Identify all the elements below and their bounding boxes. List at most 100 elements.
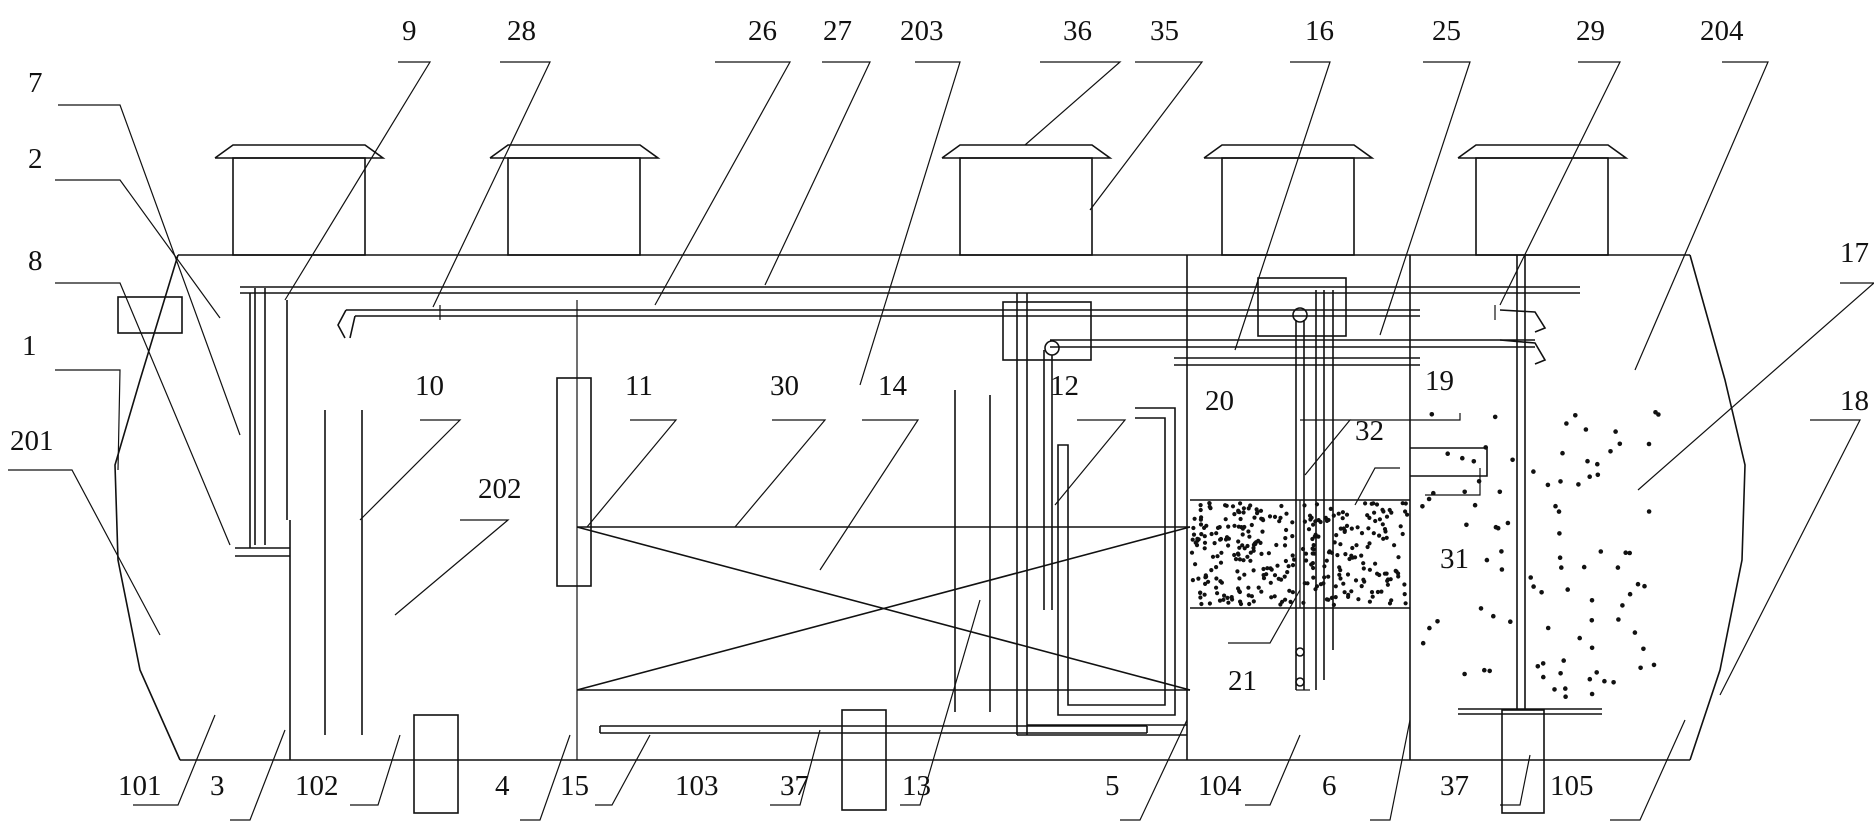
particle-dot [1284,527,1289,533]
particle-dot [1246,593,1251,598]
particle-dot [1261,573,1266,578]
particle-dot [1261,576,1267,581]
particle-dot [1431,490,1436,496]
sludge-tank-204 [1420,255,1661,709]
particle-dot [1381,509,1386,514]
particle-dot [1426,496,1432,502]
label-1: 1 [22,330,37,362]
label-14: 14 [878,370,908,402]
particle-dot [1616,617,1621,622]
label-32: 32 [1355,415,1384,447]
particle-dot [1478,606,1484,611]
particle-dot [1235,569,1240,574]
particle-dot [1246,529,1251,534]
particle-dot [1266,551,1271,556]
particle-dot [1589,691,1595,697]
particle-dot [1209,531,1214,537]
particle-dot [1261,518,1266,523]
particle-dot [1232,511,1237,517]
label-19: 19 [1425,365,1454,397]
label-103: 103 [675,770,719,802]
particle-dot [1620,603,1625,608]
particle-dot [1528,575,1533,580]
particle-dot [1222,593,1227,598]
particle-dot [1323,515,1328,521]
particle-dot [1344,523,1350,529]
particle-dot [1332,540,1337,545]
label-204: 204 [1700,15,1744,47]
pump-middle-37 [841,709,887,811]
particle-dot [1283,536,1288,541]
particle-dot [1326,574,1331,579]
particle-dot [1268,580,1273,585]
baffles [286,300,991,735]
particle-dot [1251,568,1256,573]
particle-dot [1613,429,1618,434]
particle-dot [1445,451,1450,457]
particle-dot [1492,414,1498,420]
particle-dot [1384,535,1389,540]
pump-riser-12 [1002,293,1187,736]
particle-dot [1278,602,1283,607]
pump-left [413,714,459,814]
particle-dot [1552,687,1557,692]
label-37-left: 37 [780,770,809,802]
particle-dot [1405,512,1410,517]
particle-dot [1589,645,1595,651]
label-25: 25 [1432,15,1461,47]
particle-dot [1277,519,1282,524]
bracket-31 [1410,447,1488,477]
particle-dot [1202,592,1207,597]
particle-dot [1207,504,1212,509]
particle-dot [1435,619,1440,624]
particle-dot [1202,546,1207,551]
filter-particles [1189,501,1410,608]
particle-dot [1198,590,1203,596]
particle-dot [1558,479,1563,484]
particle-dot [1635,581,1641,587]
particle-dot [1224,503,1229,508]
particle-dot [1219,550,1224,555]
particle-dot [1573,413,1578,418]
particle-dot [1318,519,1323,525]
particle-dot [1641,646,1646,652]
particle-dot [1402,582,1407,587]
filter-media-21 [1189,499,1410,609]
particle-dot [1335,553,1340,558]
particle-dot [1309,562,1314,567]
particle-dot [1210,554,1216,559]
particle-dot [1233,557,1239,562]
label-5: 5 [1105,770,1120,802]
particle-dot [1242,546,1247,551]
particle-dot [1354,543,1359,548]
particle-dot [1259,589,1264,594]
label-37-right: 37 [1440,770,1469,802]
particle-dot [1199,532,1204,537]
particle-dot [1460,455,1465,461]
particle-dot [1265,566,1270,571]
particle-dot [1400,501,1405,506]
particle-dot [1349,589,1354,594]
particle-dot [1290,590,1295,595]
particle-dot [1389,598,1394,603]
particle-dot [1341,581,1346,586]
particle-dot [1482,667,1487,673]
particle-dot [1585,458,1590,464]
particle-dot [1333,584,1338,589]
particle-dot [1377,517,1382,522]
particle-dot [1369,590,1375,595]
particle-dot [1589,618,1595,623]
particle-dot [1577,635,1582,641]
particle-dot [1558,671,1563,676]
particle-dot [1199,515,1204,520]
particle-dot [1314,502,1320,507]
particle-dot [1396,555,1401,560]
particle-dot [1564,421,1569,426]
particle-dot [1238,516,1243,522]
particle-dot [1284,511,1289,516]
particle-dot [1545,482,1551,488]
particle-dot [1403,509,1408,514]
particle-dot [1272,573,1278,578]
particle-dot [1377,572,1382,578]
particle-dot [1206,579,1211,584]
